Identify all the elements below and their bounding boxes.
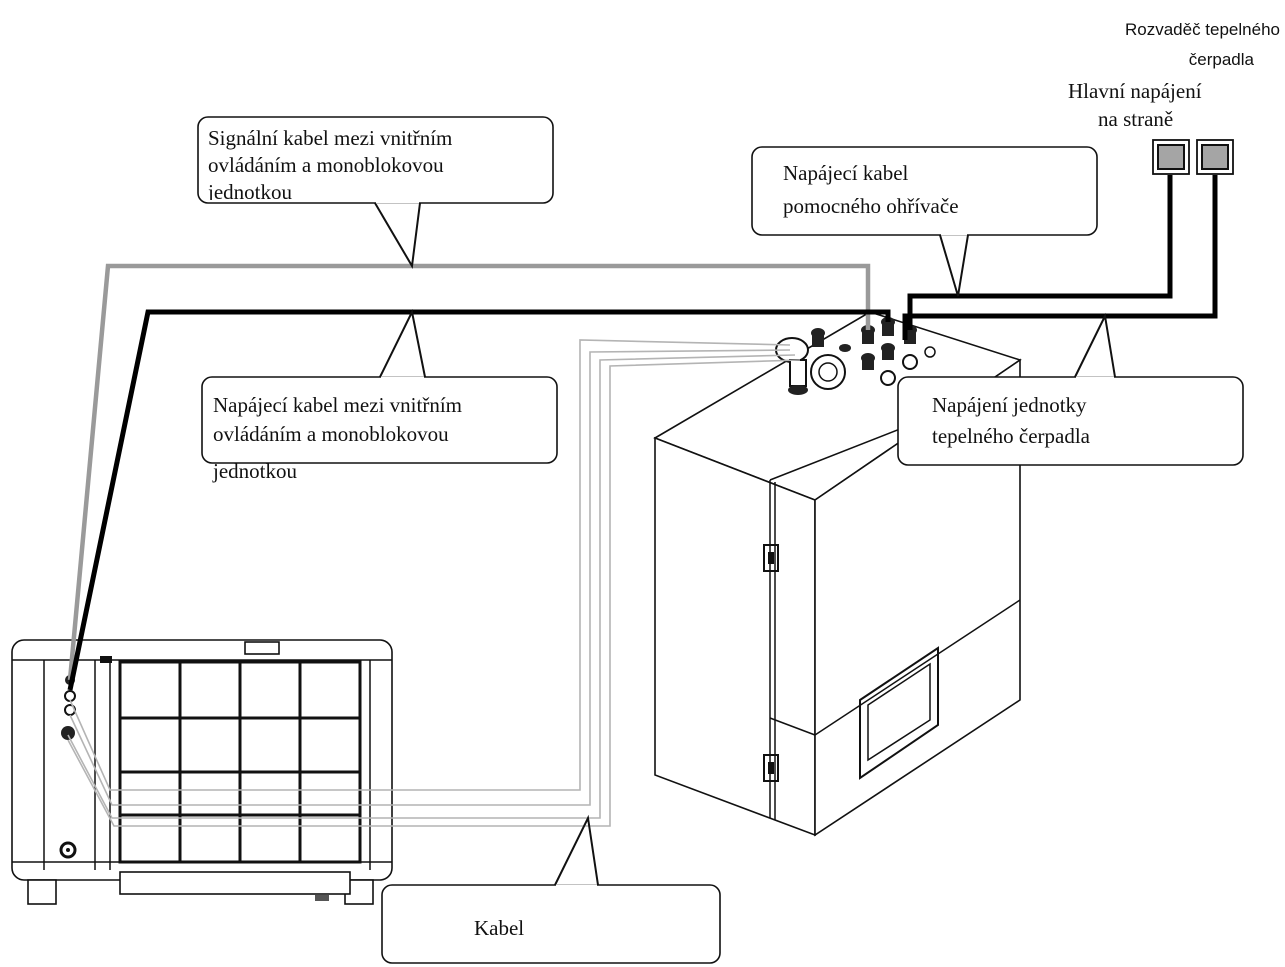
- callout-cable: Kabel: [381, 814, 721, 964]
- circulation-pump-icon: [775, 328, 851, 395]
- main-supply-label-line1: Hlavní napájení: [1068, 79, 1202, 103]
- distribution-board-label-line1: Rozvaděč tepelného: [1125, 20, 1280, 39]
- power-cable-label-line2: ovládáním a monoblokovou: [213, 422, 449, 446]
- fan-grille: [118, 660, 362, 864]
- power-cable-label-line1: Napájecí kabel mezi vnitřním: [213, 393, 462, 417]
- indoor-control-unit: [653, 311, 1022, 837]
- heater-power-label-line1: Napájecí kabel: [783, 161, 909, 185]
- distribution-board-switches: [1152, 139, 1234, 175]
- cable-label: Kabel: [474, 916, 524, 940]
- signal-cable-label-line1: Signální kabel mezi vnitřním: [208, 126, 452, 150]
- callout-power-cable: Napájecí kabel mezi vnitřním ovládáním a…: [201, 308, 558, 483]
- signal-cable-label-line2: ovládáním a monoblokovou: [208, 153, 444, 177]
- heater-power-label-line2: pomocného ohřívače: [783, 194, 959, 218]
- indoor-cable-glands: [861, 317, 936, 386]
- callout-heater-power: Napájecí kabel pomocného ohřívače: [751, 146, 1098, 297]
- outdoor-monoblock-unit: [11, 639, 393, 905]
- signal-cable-label-line3: jednotkou: [207, 180, 292, 204]
- power-cable-label-line3: jednotkou: [212, 459, 297, 483]
- power-cable: [67, 309, 891, 691]
- callout-signal-cable: Signální kabel mezi vnitřním ovládáním a…: [197, 116, 554, 270]
- heatpump-power-cable: [902, 175, 1218, 340]
- interconnect-cable-bundle: [67, 339, 801, 827]
- indoor-display-window: [859, 646, 939, 780]
- distribution-board-labels: Rozvaděč tepelného čerpadla Hlavní napáj…: [1068, 20, 1280, 131]
- callout-heatpump-power: Napájení jednotky tepelného čerpadla: [897, 312, 1244, 466]
- heatpump-power-label-line2: tepelného čerpadla: [932, 424, 1091, 448]
- main-supply-label-line2: na straně: [1098, 107, 1173, 131]
- signal-cable: [67, 263, 871, 681]
- heater-power-cable: [907, 175, 1173, 330]
- heatpump-power-label-line1: Napájení jednotky: [932, 393, 1087, 417]
- distribution-board-label-line2: čerpadla: [1189, 50, 1255, 69]
